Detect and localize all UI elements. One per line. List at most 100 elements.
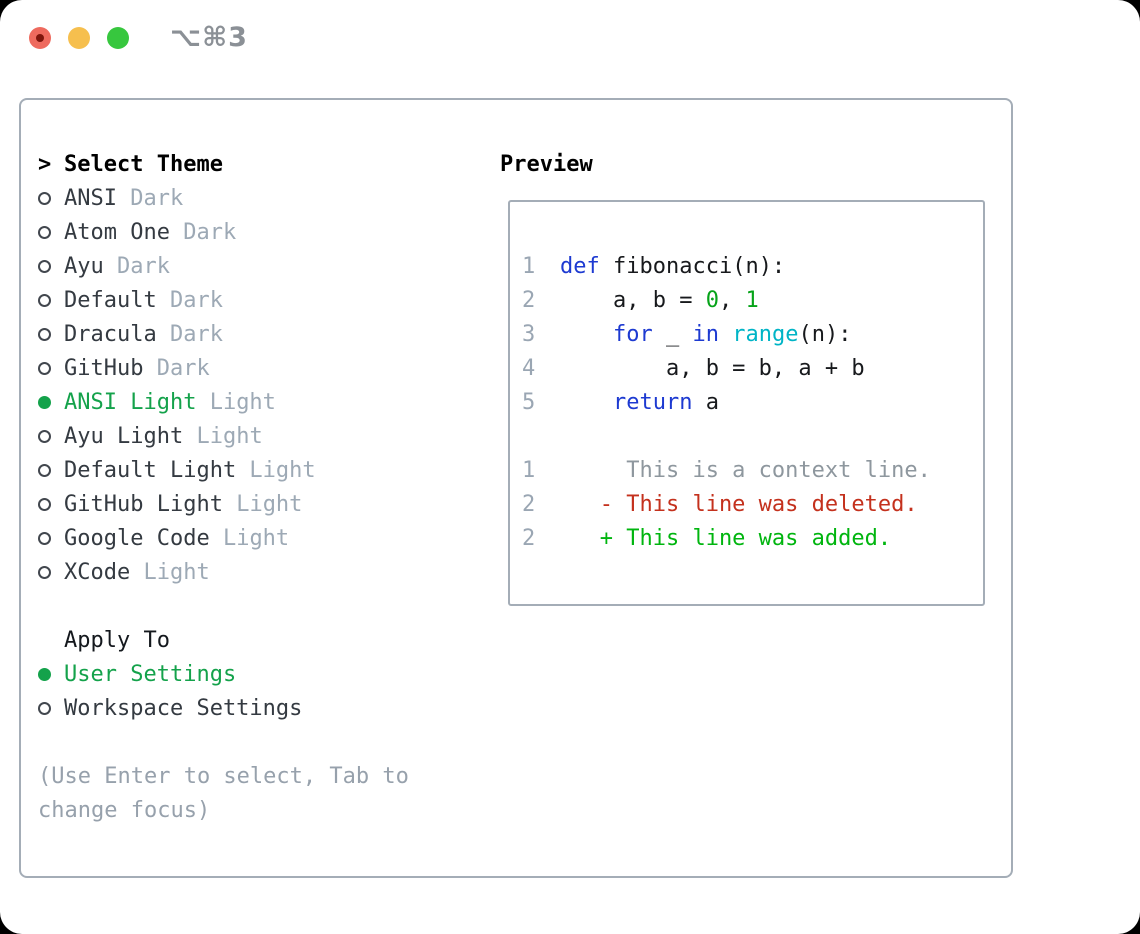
theme-name: Ayu Light	[64, 424, 184, 449]
code-line: 3 for _ in range(n):	[522, 318, 983, 352]
theme-variant-tag: Light	[183, 424, 263, 449]
theme-name: Default	[64, 288, 157, 313]
theme-option-xcode[interactable]: XCode Light	[38, 556, 409, 590]
theme-variant-tag: Light	[130, 560, 210, 585]
line-number: 4	[522, 356, 536, 381]
radio-circle-icon	[38, 192, 51, 205]
theme-name: Dracula	[64, 322, 157, 347]
zoom-button-icon[interactable]	[107, 27, 129, 49]
theme-variant-tag: Light	[209, 526, 290, 551]
radio-circle-icon	[38, 430, 51, 443]
theme-option-default[interactable]: Default Dark	[38, 284, 409, 318]
radio-circle-icon	[38, 566, 51, 579]
line-number: 2	[522, 492, 536, 517]
line-number: 5	[522, 390, 536, 415]
apply-option-user-settings[interactable]: User Settings	[38, 658, 409, 692]
minimize-button-icon[interactable]	[68, 27, 90, 49]
prompt-caret: >	[38, 152, 52, 177]
spacer	[38, 590, 409, 624]
token-plain	[560, 390, 613, 415]
theme-name: Ayu	[64, 254, 104, 279]
help-text-label: (Use Enter to select, Tab to	[38, 764, 409, 789]
token-plain	[560, 322, 613, 347]
theme-variant-tag: Light	[196, 390, 276, 415]
token-number: 0	[705, 288, 719, 313]
radio-icon[interactable]	[38, 182, 64, 216]
diff-text: This is a context line.	[560, 458, 931, 483]
radio-icon[interactable]	[38, 692, 64, 726]
theme-variant-tag: Dark	[116, 186, 184, 211]
token-number: 1	[745, 288, 759, 313]
theme-variant-tag: Dark	[156, 322, 223, 347]
radio-icon[interactable]	[38, 250, 64, 284]
radio-icon[interactable]	[38, 556, 64, 590]
theme-option-default-light[interactable]: Default Light Light	[38, 454, 409, 488]
radio-circle-icon	[38, 668, 51, 681]
diff-line-added: 2 + This line was added.	[522, 522, 983, 556]
radio-icon[interactable]	[38, 284, 64, 318]
theme-picker-header: > Select Theme	[38, 148, 409, 182]
radio-icon[interactable]	[38, 420, 64, 454]
theme-option-ansi-light[interactable]: ANSI Light Light	[38, 386, 409, 420]
radio-circle-icon	[38, 362, 51, 375]
diff-line-context: 1 This is a context line.	[522, 454, 983, 488]
window-shortcut-label: ⌥⌘3	[170, 22, 248, 53]
line-number: 1	[522, 458, 536, 483]
radio-icon[interactable]	[38, 454, 64, 488]
theme-name: GitHub	[64, 356, 144, 381]
token-keyword: in	[692, 322, 719, 347]
theme-option-github-light[interactable]: GitHub Light Light	[38, 488, 409, 522]
line-number: 2	[522, 526, 536, 551]
radio-circle-icon	[38, 498, 51, 511]
code-text: a, b = b, a + b	[560, 352, 865, 386]
radio-icon[interactable]	[38, 522, 64, 556]
preview-header: Preview	[500, 148, 593, 182]
theme-name: Default Light	[64, 458, 237, 483]
radio-icon[interactable]	[38, 318, 64, 352]
radio-icon[interactable]	[38, 216, 64, 250]
theme-option-ayu[interactable]: Ayu Dark	[38, 250, 409, 284]
radio-circle-icon	[38, 328, 51, 341]
code-text: return a	[560, 386, 719, 420]
radio-icon[interactable]	[38, 488, 64, 522]
radio-icon[interactable]	[38, 386, 64, 420]
theme-variant-tag: Dark	[103, 254, 170, 279]
diff-preview: 1 This is a context line.2 - This line w…	[522, 454, 983, 556]
radio-icon[interactable]	[38, 352, 64, 386]
token-keyword: def	[560, 254, 600, 279]
theme-name: XCode	[64, 560, 131, 585]
help-text-line: (Use Enter to select, Tab to	[38, 760, 409, 794]
theme-option-ansi[interactable]: ANSI Dark	[38, 182, 409, 216]
token-keyword: for	[612, 322, 653, 347]
theme-variant-tag: Light	[236, 458, 316, 483]
token-plain	[719, 322, 732, 347]
radio-circle-icon	[38, 260, 51, 273]
theme-option-ayu-light[interactable]: Ayu Light Light	[38, 420, 409, 454]
theme-option-atom-one[interactable]: Atom One Dark	[38, 216, 409, 250]
apply-to-header: Apply To	[38, 624, 409, 658]
theme-name: ANSI Light	[64, 390, 197, 415]
theme-picker-title: Select Theme	[64, 152, 223, 177]
code-text: def fibonacci(n):	[560, 250, 785, 284]
theme-name: Google Code	[64, 526, 210, 551]
token-plain: ,	[718, 288, 746, 313]
radio-circle-icon	[38, 226, 51, 239]
theme-option-dracula[interactable]: Dracula Dark	[38, 318, 409, 352]
token-plain: (n):	[798, 322, 852, 347]
token-keyword: return	[612, 390, 693, 415]
theme-option-google-code[interactable]: Google Code Light	[38, 522, 409, 556]
close-button-icon[interactable]	[29, 27, 51, 49]
diff-text: + This line was added.	[560, 526, 892, 551]
apply-option-workspace-settings[interactable]: Workspace Settings	[38, 692, 409, 726]
radio-circle-icon	[38, 396, 51, 409]
theme-option-github[interactable]: GitHub Dark	[38, 352, 409, 386]
preview-title: Preview	[500, 152, 593, 177]
radio-icon[interactable]	[38, 658, 64, 692]
code-line: 2 a, b = 0, 1	[522, 284, 983, 318]
